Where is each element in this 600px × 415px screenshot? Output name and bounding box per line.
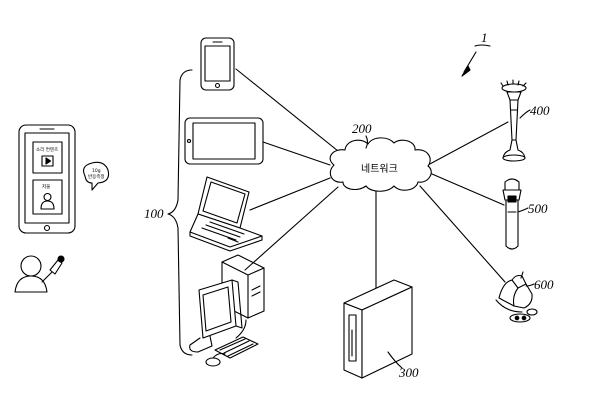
user-with-wand-icon: [15, 256, 64, 292]
server-ref: 300: [398, 365, 419, 380]
bubble-line1: 10g: [92, 168, 101, 174]
cylinder-device-icon: [503, 179, 521, 249]
device-400-ref: 400: [530, 103, 550, 118]
network-ref: 200: [352, 121, 372, 136]
tablet-icon: [185, 118, 263, 164]
phone-app-illustration: [19, 125, 75, 233]
device-400-leader: [520, 110, 530, 118]
phone-second-label: 저울: [42, 183, 50, 190]
desktop-computer-icon: [190, 255, 264, 366]
figure-arrow-icon: [462, 52, 476, 76]
device-600-ref: 600: [534, 277, 554, 292]
figure-underline: [475, 45, 490, 46]
server-icon: [344, 280, 412, 378]
network-label: 네트워크: [361, 162, 398, 175]
smartphone-icon: [201, 38, 234, 90]
device-500-leader: [518, 208, 528, 212]
laptop-icon: [190, 177, 262, 251]
phone-content-title: 소리 컨텐츠: [36, 146, 58, 153]
bubble-line2: 반응측정: [88, 173, 105, 180]
device-500-ref: 500: [528, 201, 548, 216]
client-group-bracket: [168, 70, 192, 355]
client-group-ref: 100: [144, 206, 164, 221]
figure-number: 1: [481, 30, 488, 45]
wand-device-icon: [501, 80, 526, 161]
